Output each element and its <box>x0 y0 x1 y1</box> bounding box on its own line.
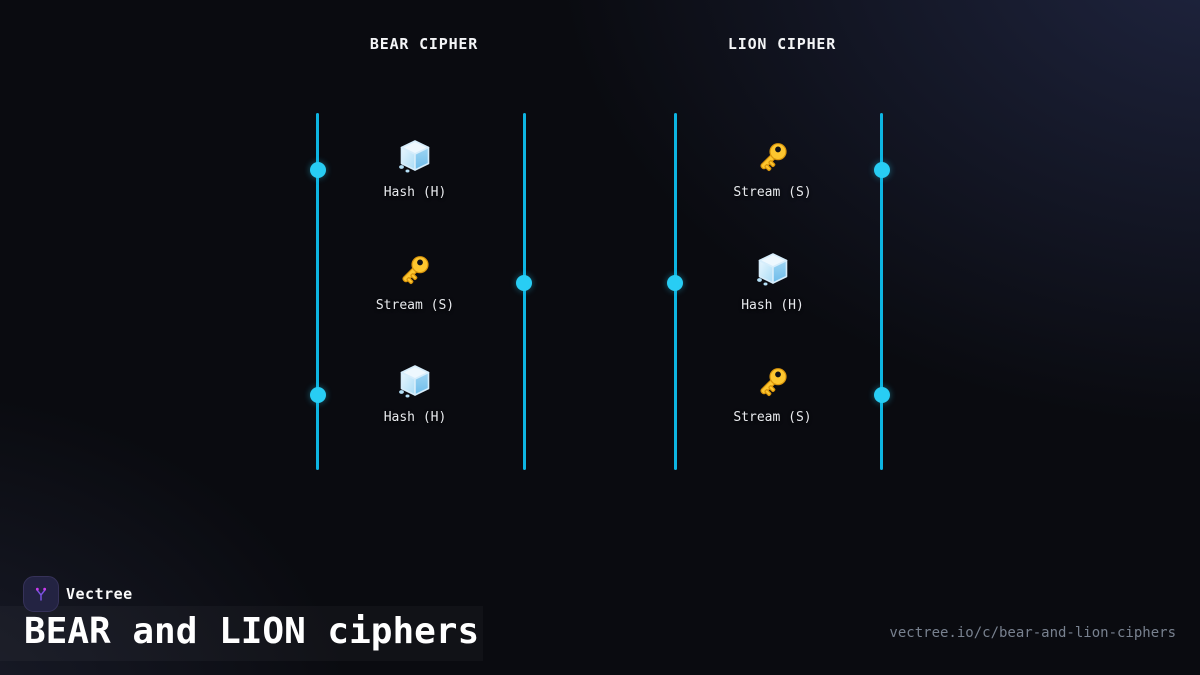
timeline-node-dot <box>309 162 326 178</box>
timeline-item: Hash (H) <box>687 251 859 313</box>
item-label: Stream (S) <box>733 410 812 425</box>
ice-cube-icon <box>329 138 501 174</box>
item-label: Hash (H) <box>741 297 804 313</box>
bear-timeline-track-left <box>316 113 320 470</box>
lion-timeline-track-left <box>673 113 677 470</box>
item-label: Stream (S) <box>375 297 455 313</box>
page-url: vectree.io/c/bear-and-lion-ciphers <box>889 625 1176 641</box>
key-icon <box>329 251 501 287</box>
item-label: Hash (H) <box>383 185 447 200</box>
ice-cube-icon <box>687 251 859 287</box>
timeline-node-dot <box>516 274 533 291</box>
bear-column-title: BEAR CIPHER <box>369 35 479 53</box>
key-icon <box>687 138 859 174</box>
vectree-logo <box>23 576 59 612</box>
timeline-node-dot <box>309 387 326 403</box>
bear-timeline-track-right <box>522 113 526 470</box>
timeline-item: Stream (S) <box>329 251 501 313</box>
timeline-node-dot <box>873 387 890 403</box>
item-label: Hash (H) <box>383 410 447 425</box>
timeline-item: Stream (S) <box>687 363 859 425</box>
key-icon <box>687 363 859 399</box>
item-label: Stream (S) <box>733 185 812 200</box>
timeline-node-dot <box>873 162 890 178</box>
page-title: BEAR and LION ciphers <box>24 611 480 652</box>
timeline-item: Hash (H) <box>329 363 501 425</box>
timeline-node-dot <box>667 274 684 291</box>
lion-timeline-track-right <box>880 113 884 470</box>
ice-cube-icon <box>329 363 501 399</box>
timeline-item: Hash (H) <box>329 138 501 200</box>
vectree-branch-icon <box>29 582 53 606</box>
timeline-item: Stream (S) <box>687 138 859 200</box>
lion-column-title: LION CIPHER <box>727 35 837 53</box>
brand-name: Vectree <box>66 585 133 603</box>
